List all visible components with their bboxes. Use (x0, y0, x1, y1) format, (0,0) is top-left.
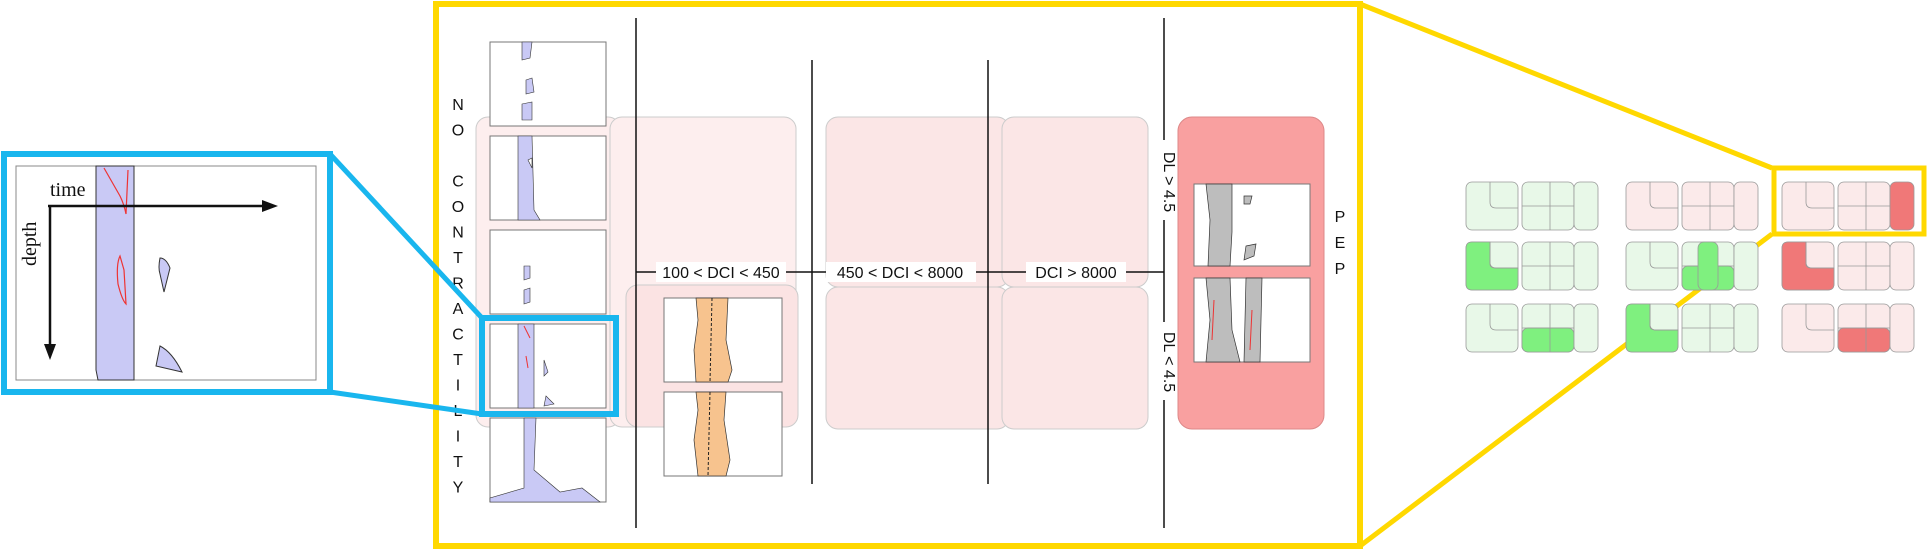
vertical-label-letter: P (1335, 261, 1346, 278)
mini-card (1733, 181, 1759, 231)
zoom-connector-top (1359, 1, 1773, 171)
mini-card-divider (1489, 182, 1518, 209)
inset-panel: time depth (1, 151, 333, 395)
mini-card-highlight (1521, 327, 1575, 353)
panel-nc-2 (489, 135, 607, 221)
mini-card-divider (1489, 304, 1518, 331)
mini-card-divider (1805, 182, 1834, 209)
mini-card (1733, 241, 1759, 291)
depth-axis-arrowhead (44, 344, 56, 360)
mini-card-divider (1805, 304, 1834, 331)
vertical-label-letter: I (456, 429, 460, 446)
bolus-shape (517, 323, 535, 409)
vertical-label-letter: P (1335, 209, 1346, 226)
mini-card (1573, 181, 1599, 231)
contraction-line (1211, 299, 1253, 351)
pep-label: PEP (1335, 209, 1346, 278)
bolus-shape (543, 359, 555, 407)
threshold-label-3: DCI > 8000 (1035, 265, 1116, 282)
mini-card-divider (1649, 304, 1678, 331)
bolus-shape (489, 417, 601, 503)
bolus-hole (527, 157, 533, 169)
mini-card-highlight (1889, 181, 1915, 231)
block-col4-bottom (1001, 286, 1149, 430)
orange-bolus-column (693, 297, 733, 383)
mini-card (1625, 181, 1679, 231)
peristalsis-dotted (709, 297, 713, 383)
vertical-label-letter: C (452, 174, 464, 191)
mini-card (1573, 241, 1599, 291)
mini-card (1781, 181, 1835, 231)
vertical-label-letter: O (452, 199, 464, 216)
vertical-label-letter: A (453, 301, 464, 318)
mini-card (1465, 303, 1519, 353)
inset-contraction-top (103, 167, 129, 215)
vertical-label-letter: T (453, 352, 463, 369)
mini-card (1465, 181, 1519, 231)
mini-card-divider (1649, 242, 1678, 269)
mini-card (1625, 241, 1679, 291)
block-col3-top (825, 116, 1010, 288)
mini-card-divider (1489, 242, 1518, 269)
inset-connector-top (328, 152, 484, 320)
vertical-label-letter: N (452, 97, 464, 114)
gray-bolus-column (1205, 183, 1233, 267)
panel-nc-4 (489, 323, 607, 409)
block-col4-top (1001, 116, 1149, 288)
inset-bolus-droplet-1 (158, 257, 171, 293)
block-pep (1177, 116, 1325, 430)
no-contractility-label: NOCONTRACTILITY (452, 97, 464, 497)
inset-depth-label: depth (19, 222, 41, 266)
mini-card (1889, 241, 1915, 291)
bolus-shape (517, 135, 541, 221)
inset-bolus-column (95, 165, 135, 381)
bolus-shape (521, 41, 535, 121)
vertical-label-letter: O (452, 123, 464, 140)
threshold-label-1: 100 < DCI < 450 (662, 265, 780, 282)
panel-nc-3 (489, 229, 607, 315)
mini-card (1889, 303, 1915, 353)
main-yellow-frame (433, 1, 1363, 549)
mini-card (1733, 303, 1759, 353)
gray-bolus-column (1243, 277, 1263, 363)
dl-label-upper: DL > 4.5 (1160, 152, 1177, 212)
inset-contraction-mid (116, 254, 127, 306)
vertical-label-letter: T (453, 250, 463, 267)
mini-card-highlight (1837, 327, 1891, 353)
orange-bolus-column (693, 391, 731, 477)
contraction-line (523, 325, 531, 369)
inset-time-label: time (50, 179, 86, 201)
inset-bolus-droplet-2 (155, 345, 183, 373)
no-contractility-panels (489, 41, 607, 503)
pep-panels (1193, 183, 1311, 363)
time-axis-arrowhead (262, 200, 278, 212)
mini-card-highlight (1697, 241, 1719, 291)
mini-card-divider (1805, 242, 1834, 269)
vertical-label-letter: E (1335, 235, 1346, 252)
vertical-label-letter: I (456, 378, 460, 395)
inset-connector-bottom (329, 389, 483, 417)
vertical-label-letter: R (452, 276, 464, 293)
vertical-label-letter: N (452, 225, 464, 242)
vertical-label-letter: Y (453, 480, 464, 497)
vertical-label-letter: C (452, 327, 464, 344)
peristalsis-dotted (707, 391, 711, 477)
gray-bolus-blob (1243, 195, 1257, 261)
mini-card (1781, 303, 1835, 353)
panel-nc-1 (489, 41, 607, 127)
mini-highlight-yellow-box (1771, 165, 1927, 237)
gray-bolus-column (1205, 277, 1241, 363)
threshold-label-2: 450 < DCI < 8000 (837, 265, 963, 282)
bolus-shape (523, 265, 531, 305)
vertical-label-letter: T (453, 454, 463, 471)
highlight-blue-box (479, 315, 619, 417)
weak-contraction-panels (663, 297, 783, 477)
block-col3-bottom (825, 286, 1010, 430)
mini-card-divider (1649, 182, 1678, 209)
mini-classification-grid (1465, 181, 1915, 353)
dl-label-lower: DL < 4.5 (1160, 332, 1177, 392)
mini-card (1573, 303, 1599, 353)
